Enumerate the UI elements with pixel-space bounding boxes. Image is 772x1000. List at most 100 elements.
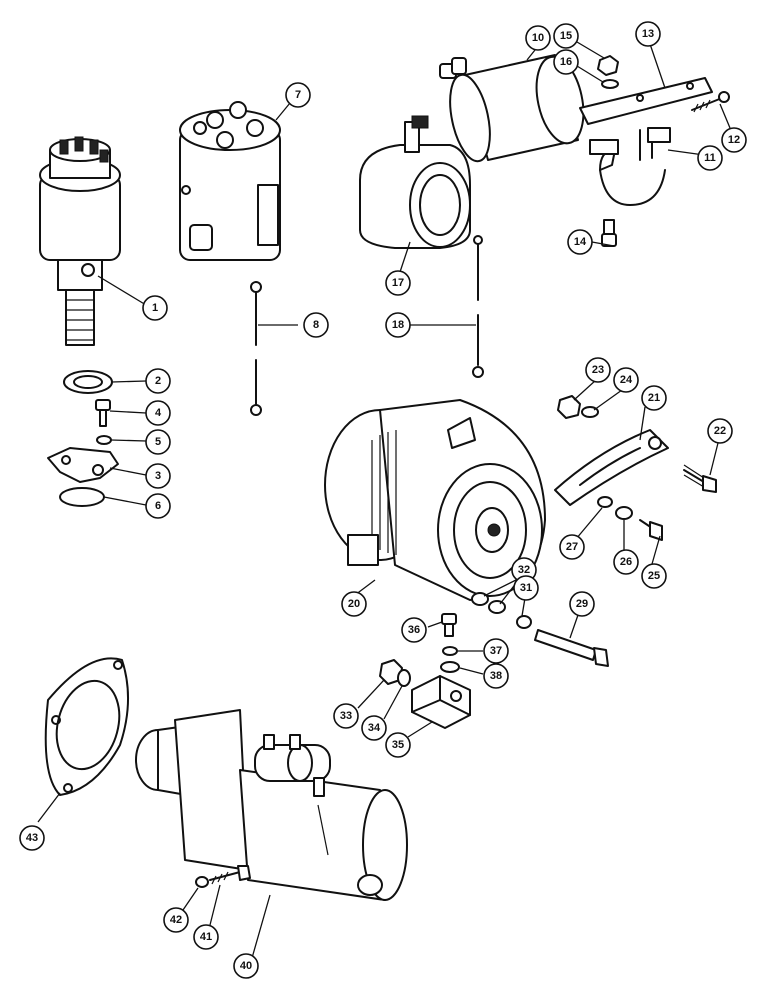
callout-38: 38 bbox=[483, 663, 509, 689]
svg-text:27: 27 bbox=[566, 541, 578, 553]
bolt-14 bbox=[601, 219, 617, 247]
callout-12: 12 bbox=[721, 127, 747, 153]
svg-text:11: 11 bbox=[704, 152, 716, 164]
svg-text:5: 5 bbox=[155, 436, 161, 448]
svg-text:13: 13 bbox=[642, 28, 654, 40]
callout-34: 34 bbox=[361, 715, 387, 741]
svg-text:16: 16 bbox=[560, 56, 572, 68]
seal-ring bbox=[63, 370, 113, 394]
distributor bbox=[39, 136, 121, 346]
callout-43: 43 bbox=[19, 825, 45, 851]
svg-text:20: 20 bbox=[348, 598, 360, 610]
svg-text:17: 17 bbox=[392, 277, 404, 289]
svg-text:24: 24 bbox=[620, 374, 633, 386]
svg-text:38: 38 bbox=[490, 670, 502, 682]
callout-6: 6 bbox=[145, 493, 171, 519]
callout-26: 26 bbox=[613, 549, 639, 575]
washer-26 bbox=[615, 506, 633, 520]
svg-text:8: 8 bbox=[313, 319, 319, 331]
lead-18 bbox=[472, 235, 484, 378]
ignition-coil bbox=[439, 54, 585, 163]
washer-32b bbox=[488, 600, 506, 614]
svg-text:33: 33 bbox=[340, 710, 352, 722]
lock-washer-5 bbox=[96, 435, 112, 445]
bolt-4 bbox=[95, 399, 111, 427]
callout-5: 5 bbox=[145, 429, 171, 455]
callout-25: 25 bbox=[641, 563, 667, 589]
svg-text:21: 21 bbox=[648, 392, 660, 404]
svg-text:34: 34 bbox=[368, 722, 381, 734]
svg-text:37: 37 bbox=[490, 645, 502, 657]
svg-text:31: 31 bbox=[520, 582, 532, 594]
screw-12 bbox=[691, 91, 730, 113]
ignition-lead-8 bbox=[250, 281, 262, 416]
auxiliary-unit bbox=[359, 115, 471, 249]
washer-38 bbox=[440, 661, 460, 673]
svg-text:36: 36 bbox=[408, 624, 420, 636]
callout-23: 23 bbox=[585, 357, 611, 383]
nut-23 bbox=[557, 395, 581, 419]
svg-text:15: 15 bbox=[560, 30, 572, 42]
callout-3: 3 bbox=[145, 463, 171, 489]
svg-text:41: 41 bbox=[200, 931, 212, 943]
svg-text:22: 22 bbox=[714, 425, 726, 437]
starter-motor bbox=[135, 709, 408, 901]
svg-text:6: 6 bbox=[155, 500, 161, 512]
bolt-29 bbox=[534, 629, 609, 667]
callout-33: 33 bbox=[333, 703, 359, 729]
bolt-25 bbox=[639, 519, 663, 541]
callout-14: 14 bbox=[567, 229, 593, 255]
callout-4: 4 bbox=[145, 400, 171, 426]
callout-40: 40 bbox=[233, 953, 259, 979]
svg-text:32: 32 bbox=[518, 564, 530, 576]
bracket-strap bbox=[579, 77, 713, 125]
callout-18: 18 bbox=[385, 312, 411, 338]
o-ring bbox=[59, 487, 105, 507]
callout-35: 35 bbox=[385, 732, 411, 758]
callout-2: 2 bbox=[145, 368, 171, 394]
callout-42: 42 bbox=[163, 907, 189, 933]
callout-36: 36 bbox=[401, 617, 427, 643]
svg-text:26: 26 bbox=[620, 556, 632, 568]
callout-31: 31 bbox=[513, 575, 539, 601]
lock-washer-27 bbox=[597, 496, 613, 508]
washer-31 bbox=[516, 615, 532, 629]
callout-8: 8 bbox=[303, 312, 329, 338]
bolt-36 bbox=[441, 613, 457, 637]
alternator bbox=[324, 399, 546, 601]
svg-text:1: 1 bbox=[152, 302, 158, 314]
washer-16 bbox=[601, 79, 619, 89]
callout-17: 17 bbox=[385, 270, 411, 296]
svg-text:10: 10 bbox=[532, 32, 544, 44]
leader-lines bbox=[37, 41, 731, 959]
callout-13: 13 bbox=[635, 21, 661, 47]
callout-20: 20 bbox=[341, 591, 367, 617]
svg-text:4: 4 bbox=[155, 407, 162, 419]
svg-text:14: 14 bbox=[574, 236, 587, 248]
clamp-plate bbox=[47, 447, 119, 483]
callout-22: 22 bbox=[707, 418, 733, 444]
svg-text:23: 23 bbox=[592, 364, 604, 376]
svg-text:43: 43 bbox=[26, 832, 38, 844]
callout-29: 29 bbox=[569, 591, 595, 617]
nut-15 bbox=[597, 55, 619, 76]
callout-27: 27 bbox=[559, 534, 585, 560]
washer-42 bbox=[195, 876, 209, 888]
adjusting-strap bbox=[554, 429, 669, 506]
svg-text:18: 18 bbox=[392, 319, 404, 331]
callout-10: 10 bbox=[525, 25, 551, 51]
svg-text:29: 29 bbox=[576, 598, 588, 610]
svg-text:2: 2 bbox=[155, 375, 161, 387]
svg-text:40: 40 bbox=[240, 960, 252, 972]
callout-1: 1 bbox=[142, 295, 168, 321]
callout-24: 24 bbox=[613, 367, 639, 393]
callout-21: 21 bbox=[641, 385, 667, 411]
lock-washer-37 bbox=[442, 646, 458, 656]
coil-clamp bbox=[589, 127, 671, 206]
bolt-22 bbox=[683, 464, 717, 493]
callout-15: 15 bbox=[553, 23, 579, 49]
callout-41: 41 bbox=[193, 924, 219, 950]
svg-text:35: 35 bbox=[392, 739, 404, 751]
svg-text:12: 12 bbox=[728, 134, 740, 146]
